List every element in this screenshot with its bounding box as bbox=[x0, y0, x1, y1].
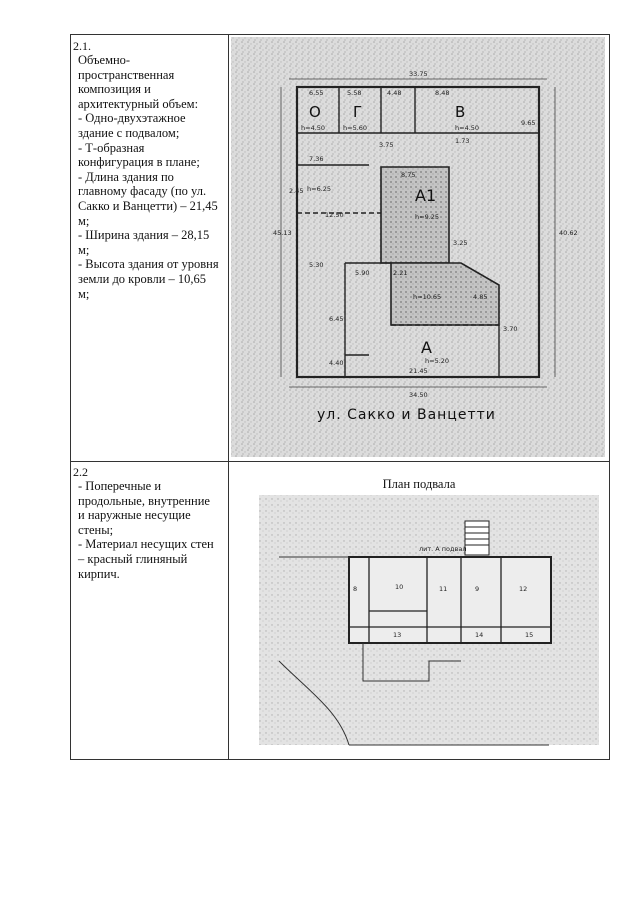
dim-label: 4.40 bbox=[329, 359, 343, 367]
dim-label: 1.73 bbox=[455, 137, 469, 145]
desc-line: здание с подвалом; bbox=[78, 125, 180, 140]
dim-label: 8.48 bbox=[435, 89, 449, 97]
desc-line: - Длина здания по bbox=[78, 169, 174, 184]
dim-label: 3.70 bbox=[503, 325, 517, 333]
room-number: 9 bbox=[475, 585, 479, 593]
basement-plan-drawing: лит. А подвал 8 10 11 9 12 13 14 15 bbox=[259, 495, 599, 746]
internal-walls bbox=[297, 87, 539, 377]
room-label-g: Г bbox=[353, 103, 362, 121]
basement-walls bbox=[349, 557, 551, 643]
dim-label: 3.75 bbox=[379, 141, 393, 149]
room-number: 14 bbox=[475, 631, 483, 639]
dim-label: 9.65 bbox=[521, 119, 535, 127]
desc-line: м; bbox=[78, 286, 90, 301]
desc-line: продольные, внутренние bbox=[78, 493, 210, 508]
dim-label: 3.25 bbox=[453, 239, 467, 247]
dim-label: 5.30 bbox=[309, 261, 323, 269]
dim-label: 7.36 bbox=[309, 155, 323, 163]
section-description: - Поперечные и продольные, внутренние и … bbox=[78, 479, 228, 581]
desc-line: - Материал несущих стен bbox=[78, 537, 214, 552]
dim-label: 6.55 bbox=[309, 89, 323, 97]
floor-plan-drawing: О Г В А1 А 33.75 6.55 5.58 4.48 8.48 h=4… bbox=[231, 37, 605, 457]
dim-label: 4.85 bbox=[473, 293, 487, 301]
room-number: 15 bbox=[525, 631, 533, 639]
room-label-a: А bbox=[421, 338, 432, 357]
desc-line: пространственная bbox=[78, 67, 175, 82]
room-number: 11 bbox=[439, 585, 447, 593]
section-number: 2.2 bbox=[73, 465, 88, 479]
dim-label: 33.75 bbox=[409, 70, 428, 78]
dim-label: 8.75 bbox=[401, 171, 415, 179]
building-outline bbox=[295, 85, 541, 379]
desc-line: - Одно-двухэтажное bbox=[78, 111, 186, 126]
dim-label: h=6.25 bbox=[307, 185, 331, 193]
description-cell: 2.2 - Поперечные и продольные, внутренни… bbox=[71, 461, 229, 759]
table-row-2-1: 2.1. Объемно- пространственная композици… bbox=[71, 35, 609, 462]
desc-line: земли до кровли – 10,65 bbox=[78, 271, 207, 286]
basement-outline bbox=[348, 556, 552, 644]
desc-line: Сакко и Ванцетти) – 21,45 bbox=[78, 198, 218, 213]
document-table: 2.1. Объемно- пространственная композици… bbox=[70, 34, 610, 760]
dim-label: 4.48 bbox=[387, 89, 401, 97]
desc-line: кирпич. bbox=[78, 566, 120, 581]
plan-title: План подвала bbox=[382, 477, 456, 491]
room-number: 10 bbox=[395, 583, 403, 591]
desc-line: и наружные несущие bbox=[78, 508, 191, 523]
room-label-o: О bbox=[309, 103, 321, 121]
room-number: 13 bbox=[393, 631, 401, 639]
plan-cell: О Г В А1 А 33.75 6.55 5.58 4.48 8.48 h=4… bbox=[229, 35, 609, 461]
desc-line: композиция и bbox=[78, 82, 151, 97]
dim-label: 5.90 bbox=[355, 269, 369, 277]
stair-icon bbox=[464, 520, 490, 556]
basement-label: лит. А подвал bbox=[419, 545, 467, 553]
desc-line: архитектурный объем: bbox=[78, 96, 199, 111]
desc-line: стены; bbox=[78, 522, 114, 537]
room-number: 12 bbox=[519, 585, 527, 593]
dim-label: 34.50 bbox=[409, 391, 428, 399]
desc-line: м; bbox=[78, 242, 90, 257]
desc-line: главному фасаду (по ул. bbox=[78, 184, 207, 199]
dim-label: 12.50 bbox=[325, 211, 344, 219]
dim-label: 40.62 bbox=[559, 229, 578, 237]
dim-label: 45.13 bbox=[273, 229, 292, 237]
desc-line: - Ширина здания – 28,15 bbox=[78, 228, 210, 243]
desc-line: Объемно- bbox=[78, 53, 131, 67]
dim-label: h=4.50 bbox=[455, 124, 479, 132]
dim-label: h=10.65 bbox=[413, 293, 441, 301]
dim-label: h=5.60 bbox=[343, 124, 367, 132]
dim-label: h=4.50 bbox=[301, 124, 325, 132]
dim-label: 2.45 bbox=[289, 187, 303, 195]
desc-line: м; bbox=[78, 213, 90, 228]
plan-cell: План подвала bbox=[229, 461, 609, 759]
section-description: Объемно- пространственная композиция и а… bbox=[78, 53, 228, 301]
dim-label: 5.58 bbox=[347, 89, 361, 97]
room-number: 8 bbox=[353, 585, 357, 593]
table-row-2-2: 2.2 - Поперечные и продольные, внутренни… bbox=[71, 461, 609, 759]
site-boundary bbox=[278, 556, 549, 746]
room-label-v: В bbox=[455, 103, 465, 121]
desc-line: - Поперечные и bbox=[78, 479, 162, 493]
desc-line: конфигурация в плане; bbox=[78, 155, 200, 170]
dim-label: 6.45 bbox=[329, 315, 343, 323]
description-cell: 2.1. Объемно- пространственная композици… bbox=[71, 35, 229, 461]
desc-line: – красный глиняный bbox=[78, 551, 188, 566]
street-label: ул. Сакко и Ванцетти bbox=[317, 407, 496, 423]
central-block bbox=[390, 262, 500, 326]
room-label-a1: А1 bbox=[415, 186, 436, 205]
dim-label: h=9.25 bbox=[415, 213, 439, 221]
dim-label: h=5.20 bbox=[425, 357, 449, 365]
dim-label: 21.45 bbox=[409, 367, 428, 375]
desc-line: - Т-образная bbox=[78, 140, 145, 155]
section-number: 2.1. bbox=[73, 39, 91, 53]
dim-label: 2.21 bbox=[393, 269, 407, 277]
desc-line: - Высота здания от уровня bbox=[78, 257, 219, 272]
